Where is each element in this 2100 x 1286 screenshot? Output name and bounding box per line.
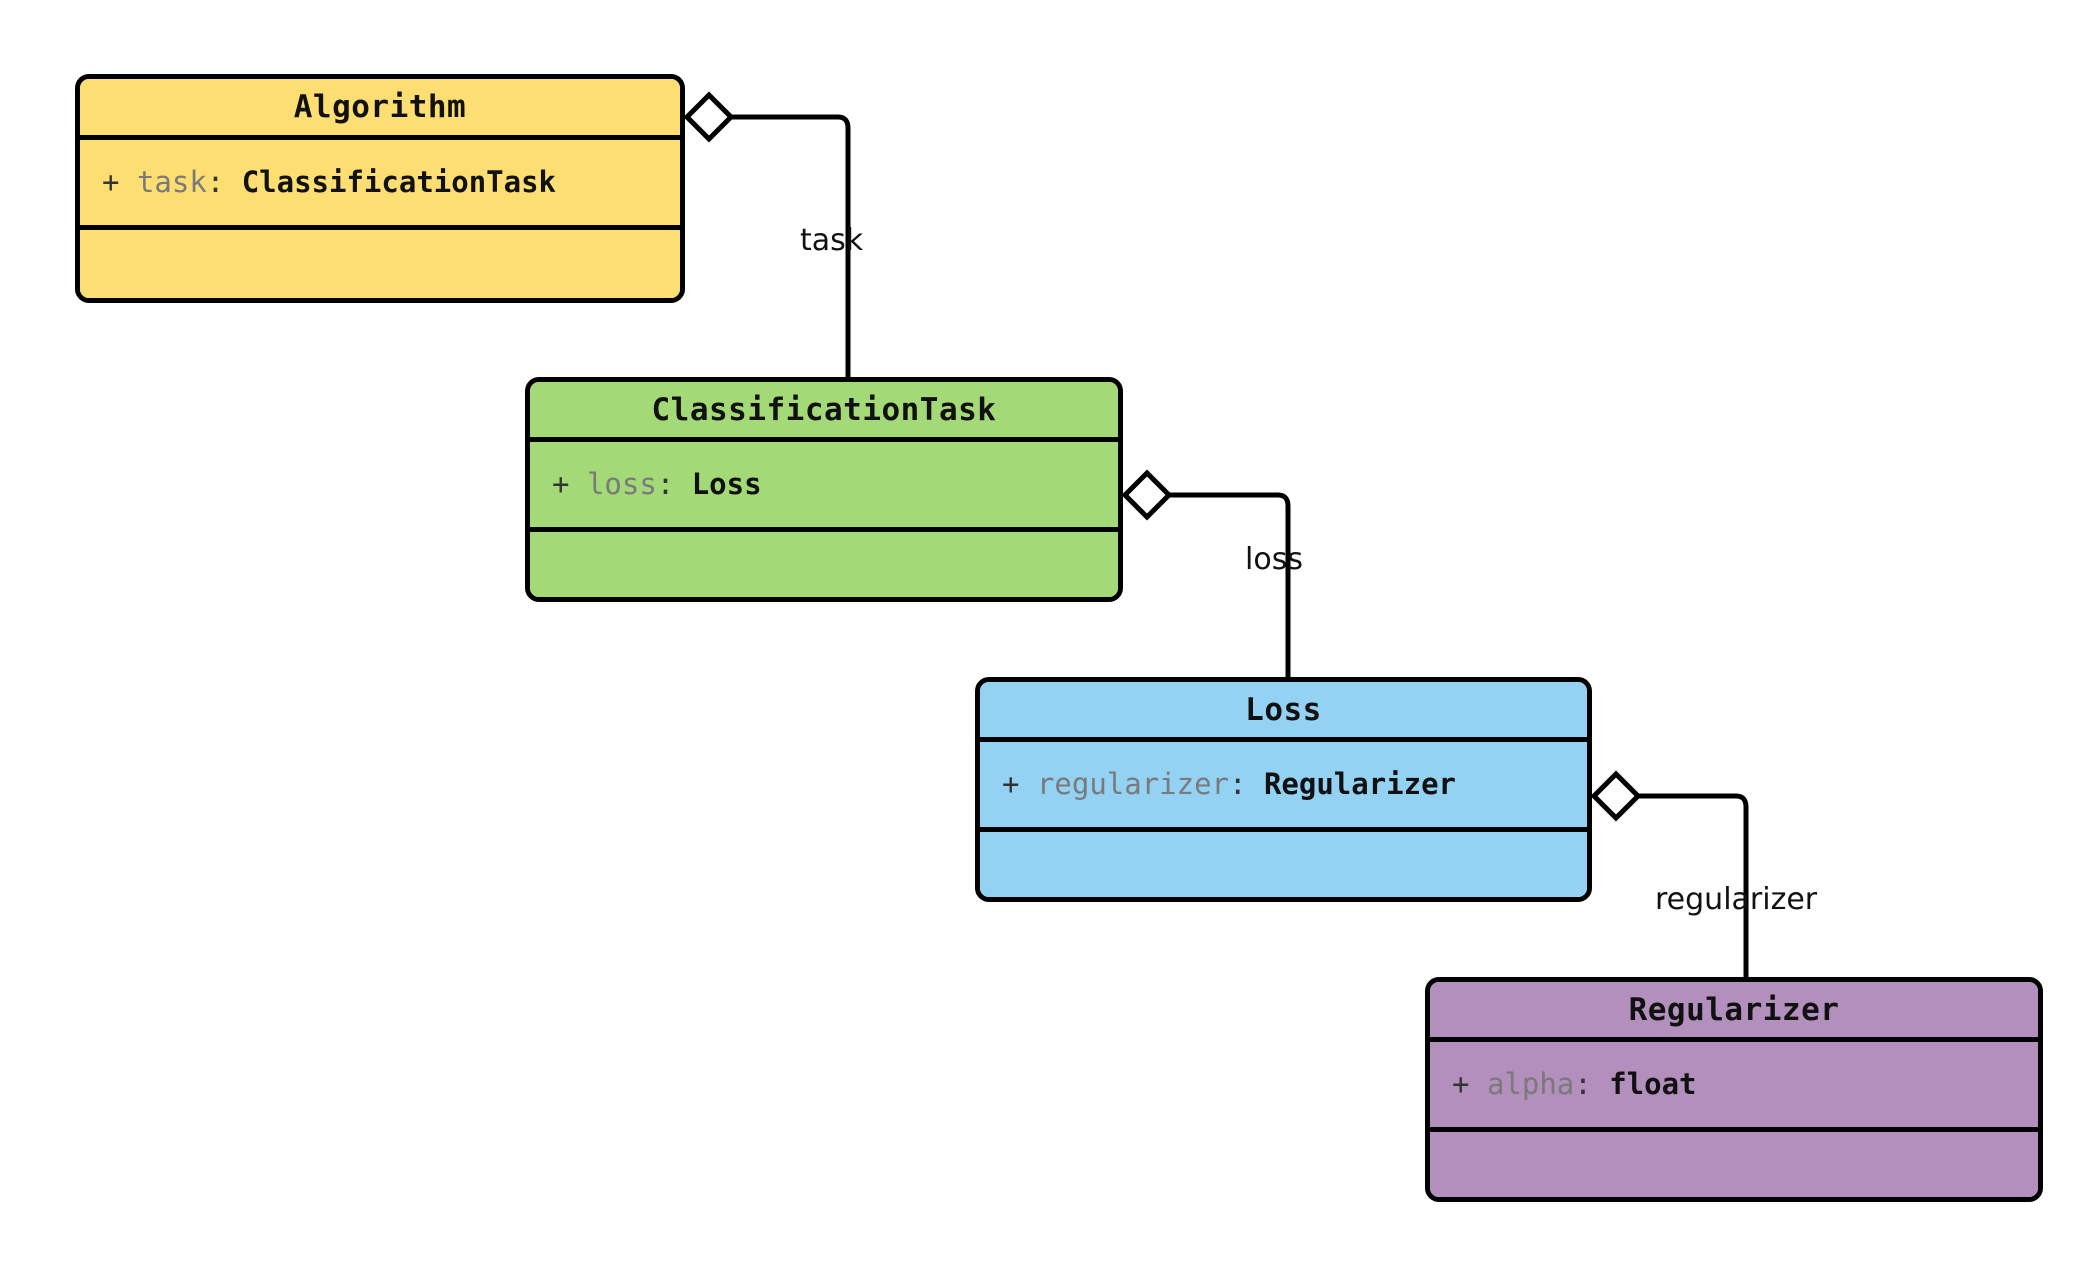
edge-label-task: task (800, 223, 864, 258)
class-attributes-regularizer: + alpha: float (1430, 1042, 2038, 1132)
attribute-row: + loss: Loss (530, 470, 762, 499)
attribute-separator: : (1574, 1067, 1592, 1101)
attribute-separator: : (206, 165, 225, 199)
attribute-type: Regularizer (1263, 767, 1456, 801)
class-attributes-algorithm: + task: ClassificationTask (80, 140, 680, 230)
class-box-classification-task[interactable]: ClassificationTask + loss: Loss (525, 377, 1123, 602)
class-box-algorithm[interactable]: Algorithm + task: ClassificationTask (75, 74, 685, 303)
relationship-loss[interactable] (1121, 469, 1291, 677)
attribute-row: + alpha: float (1430, 1070, 1697, 1099)
class-name-algorithm: Algorithm (293, 89, 467, 125)
attribute-visibility: + (1002, 767, 1020, 801)
attribute-name: loss (586, 467, 657, 501)
attribute-visibility: + (102, 165, 120, 199)
aggregation-diamond-icon (683, 91, 735, 143)
attribute-row: + task: ClassificationTask (80, 168, 556, 197)
relationship-task[interactable] (683, 91, 851, 377)
attribute-type: Loss (691, 467, 762, 501)
class-name-regularizer: Regularizer (1628, 991, 1840, 1028)
relationship-regularizer[interactable] (1590, 770, 1749, 977)
class-box-loss[interactable]: Loss + regularizer: Regularizer (975, 677, 1592, 902)
class-header-classification-task: ClassificationTask (530, 382, 1118, 442)
class-methods-algorithm (80, 230, 680, 298)
class-name-classification-task: ClassificationTask (651, 391, 997, 428)
class-attributes-loss: + regularizer: Regularizer (980, 742, 1587, 832)
edge-label-regularizer: regularizer (1655, 882, 1818, 917)
class-box-regularizer[interactable]: Regularizer + alpha: float (1425, 977, 2043, 1202)
edge-label-loss: loss (1245, 542, 1303, 577)
attribute-type: float (1609, 1067, 1697, 1101)
class-methods-loss (980, 832, 1587, 897)
aggregation-diamond-icon (1121, 469, 1173, 521)
attribute-name: task (136, 165, 207, 199)
class-attributes-classification-task: + loss: Loss (530, 442, 1118, 532)
attribute-visibility: + (1452, 1067, 1470, 1101)
class-header-regularizer: Regularizer (1430, 982, 2038, 1042)
class-methods-classification-task (530, 532, 1118, 597)
attribute-row: + regularizer: Regularizer (980, 770, 1456, 799)
attribute-separator: : (656, 467, 675, 501)
class-methods-regularizer (1430, 1132, 2038, 1197)
class-header-algorithm: Algorithm (80, 79, 680, 140)
attribute-separator: : (1229, 767, 1247, 801)
class-header-loss: Loss (980, 682, 1587, 742)
attribute-visibility: + (552, 467, 570, 501)
attribute-type: ClassificationTask (241, 165, 556, 199)
aggregation-diamond-icon (1590, 770, 1642, 822)
attribute-name: alpha (1486, 1067, 1575, 1101)
class-name-loss: Loss (1245, 691, 1322, 728)
attribute-name: regularizer (1036, 767, 1229, 801)
